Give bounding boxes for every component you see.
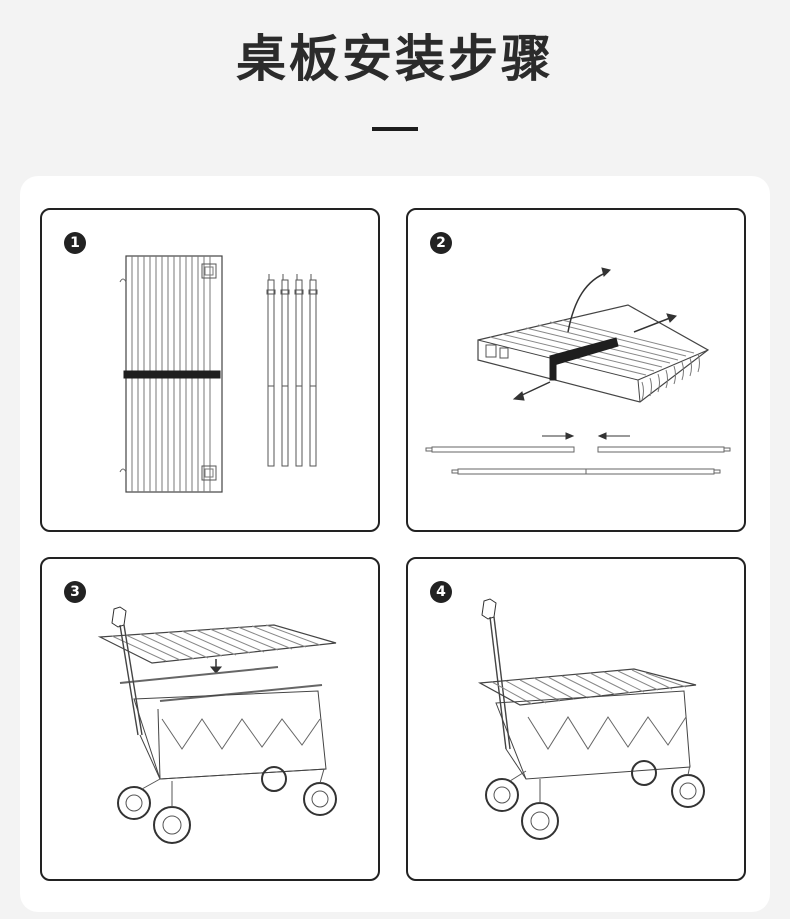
assembled-wagon-table-illustration [477,598,705,840]
unfold-tabletop-and-join-poles-illustration [425,267,731,475]
step-panel-3: 3 [40,557,380,881]
step-panel-2: 2 [406,208,746,532]
step-panel-1: 1 [40,208,380,532]
page-title: 桌板安装步骤 [236,30,554,88]
step-number-badge: 3 [64,581,86,603]
rolled-tabletop-and-poles-illustration [119,255,318,493]
step-panel-4: 4 [406,557,746,881]
place-tabletop-on-wagon-illustration [97,606,337,844]
step-number-badge: 4 [430,581,452,603]
step-number-badge: 2 [430,232,452,254]
title-underline [372,127,418,131]
step-number-badge: 1 [64,232,86,254]
